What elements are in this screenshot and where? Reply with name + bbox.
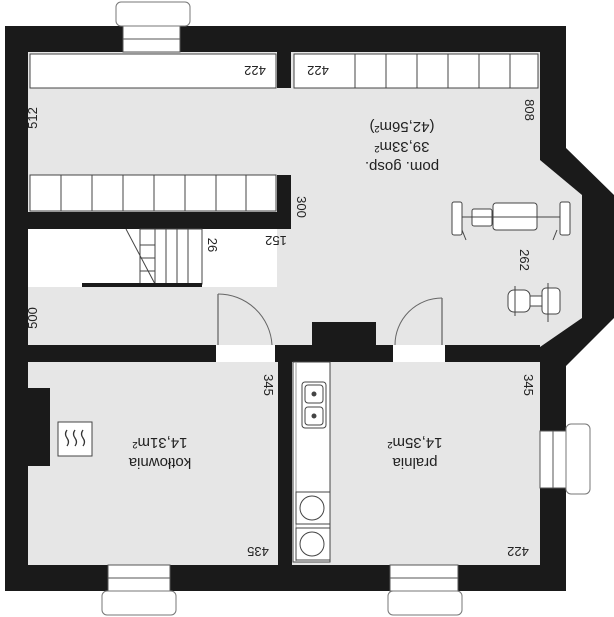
- shelf-top-left: [29, 53, 277, 89]
- room-storage-area-alt: (42,56m²): [369, 118, 434, 135]
- dim-corridor: 152: [265, 233, 287, 248]
- dim-left-wall-lower: 500: [25, 307, 40, 329]
- window-bottom-right: [387, 564, 463, 616]
- dim-right-angled: 262: [517, 249, 532, 271]
- room-boiler-name: kotłownia: [128, 454, 191, 471]
- heater-icon: [57, 421, 93, 457]
- room-laundry-label: pralnia 14,35m²: [387, 434, 442, 471]
- weight-bench-icon: [451, 201, 571, 241]
- interior-walls: [28, 52, 540, 565]
- dim-boiler-width: 435: [247, 544, 269, 559]
- room-boiler-label: kotłownia 14,31m²: [128, 434, 191, 471]
- dim-laundry-width: 422: [507, 544, 529, 559]
- outer-walls: [5, 26, 614, 591]
- washing-machine-icon: [295, 491, 331, 561]
- room-laundry-name: pralnia: [392, 454, 438, 471]
- shelf-top-right: [293, 53, 539, 89]
- window-bottom-left: [101, 564, 177, 616]
- room-laundry-area: 14,35m²: [387, 434, 442, 451]
- dim-top-left-shelf: 422: [244, 63, 266, 78]
- dim-left-wall-upper: 512: [25, 107, 40, 129]
- door-laundry[interactable]: [393, 297, 445, 362]
- stair-wall: [82, 283, 202, 287]
- dim-laundry-height: 345: [521, 374, 536, 396]
- double-sink-icon: [301, 381, 327, 429]
- dim-boiler-height: 345: [261, 374, 276, 396]
- dim-top-right-shelf: 422: [307, 63, 329, 78]
- window-top: [115, 1, 191, 53]
- staircase: [125, 228, 203, 285]
- dim-partition: 300: [294, 196, 309, 218]
- window-right: [539, 423, 591, 495]
- room-storage-label: pom. gosp. 39,33m² (42,56m²): [365, 118, 439, 175]
- dim-right-wall-upper: 808: [522, 99, 537, 121]
- room-boiler-area: 14,31m²: [132, 434, 187, 451]
- dim-stair-step: 26: [205, 238, 220, 252]
- room-storage-name: pom. gosp.: [365, 158, 439, 175]
- exercise-bike-icon: [507, 283, 561, 322]
- shelf-middle: [29, 174, 277, 212]
- room-storage-area: 39,33m²: [374, 138, 429, 155]
- door-boiler[interactable]: [216, 293, 275, 362]
